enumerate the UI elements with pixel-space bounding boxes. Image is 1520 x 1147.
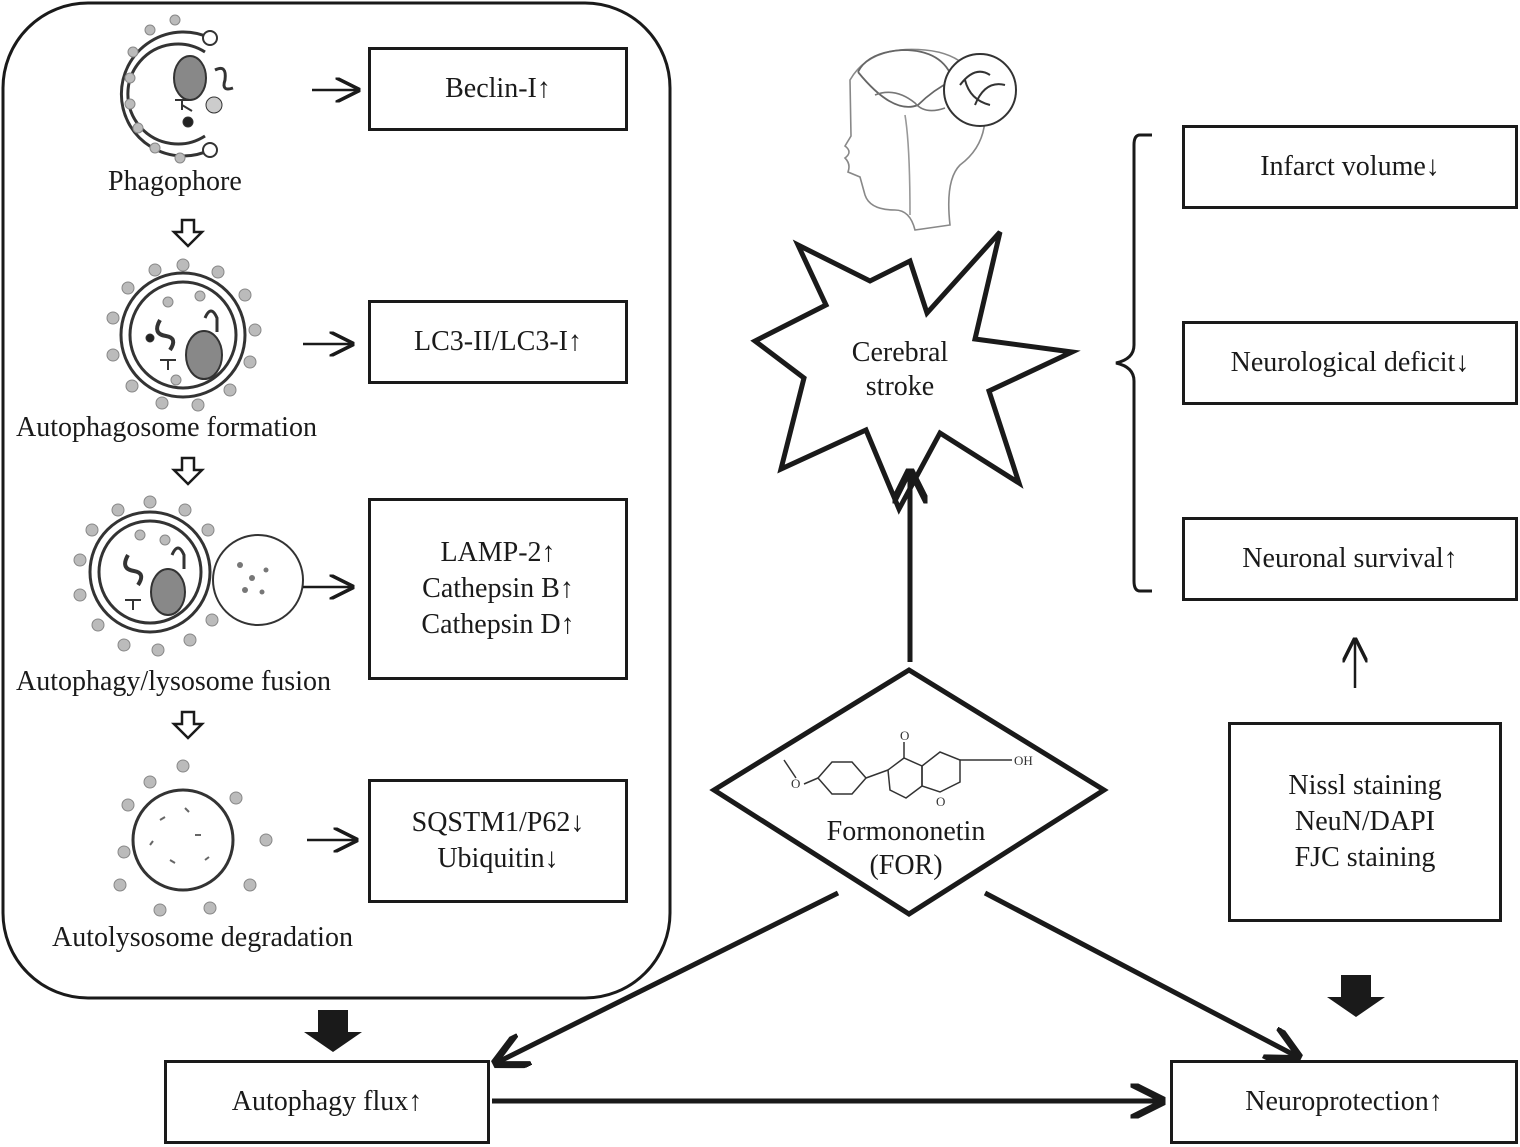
outcome-infarct: Infarct volume↓ <box>1260 151 1440 182</box>
method-fjc: FJC staining <box>1294 842 1436 873</box>
autophagy-flux-label: Autophagy flux↑ <box>231 1086 423 1117</box>
outcome-neurological: Neurological deficit↓ <box>1230 347 1470 378</box>
method-neun: NeuN/DAPI <box>1295 806 1435 837</box>
stroke-line-2: stroke <box>865 371 935 402</box>
phagophore-icon <box>119 14 234 164</box>
autolysosome-icon <box>113 759 273 917</box>
structure-o-label-2: O <box>900 728 909 743</box>
methods-to-neuroprotection-arrow <box>1327 975 1385 1017</box>
marker-cathepsin-b: Cathepsin B↑ <box>422 573 574 604</box>
stage-label-fusion: Autophagy/lysosome fusion <box>16 666 331 697</box>
structure-o-label-3: O <box>936 794 945 809</box>
stage-label-autophagosome: Autophagosome formation <box>16 412 317 443</box>
marker-beclin: Beclin-I↑ <box>445 73 551 104</box>
marker-lamp2: LAMP-2↑ <box>440 537 556 568</box>
outcome-box-neurological: Neurological deficit↓ <box>1182 321 1518 405</box>
drug-name: Formononetin <box>826 816 986 847</box>
structure-oh-label: OH <box>1014 753 1033 768</box>
marker-box-lc3: LC3-II/LC3-I↑ <box>368 300 628 384</box>
marker-box-degradation: SQSTM1/P62↓ Ubiquitin↓ <box>368 779 628 903</box>
neuroprotection-label: Neuroprotection↑ <box>1245 1086 1443 1117</box>
outcome-box-infarct: Infarct volume↓ <box>1182 125 1518 209</box>
neuroprotection-box: Neuroprotection↑ <box>1170 1060 1518 1144</box>
formononetin-diamond <box>709 667 1109 917</box>
autophagy-process-panel <box>1 1 672 1000</box>
marker-lc3: LC3-II/LC3-I↑ <box>414 326 582 357</box>
marker-box-beclin: Beclin-I↑ <box>368 47 628 131</box>
stage-label-phagophore: Phagophore <box>108 166 242 197</box>
panel-to-flux-arrow <box>304 1010 362 1052</box>
drug-abbr: (FOR) <box>869 850 943 881</box>
marker-ubiquitin: Ubiquitin↓ <box>437 843 559 874</box>
marker-box-lysosome: LAMP-2↑ Cathepsin B↑ Cathepsin D↑ <box>368 498 628 680</box>
method-nissl: Nissl staining <box>1288 770 1442 801</box>
marker-sqstm1: SQSTM1/P62↓ <box>411 807 585 838</box>
outcome-box-survival: Neuronal survival↑ <box>1182 517 1518 601</box>
stage-arrows <box>170 218 206 740</box>
formononetin-label: Formononetin (FOR) <box>800 815 1012 883</box>
autophagy-flux-box: Autophagy flux↑ <box>164 1060 490 1144</box>
for-to-flux-arrow <box>496 890 840 1063</box>
cerebral-stroke-starburst <box>750 230 1081 515</box>
outcomes-bracket <box>1115 133 1152 593</box>
outcome-survival: Neuronal survival↑ <box>1242 543 1458 574</box>
methods-box: Nissl staining NeuN/DAPI FJC staining <box>1228 722 1502 922</box>
cerebral-stroke-label: Cerebral stroke <box>820 336 980 404</box>
stage-label-autolysosome: Autolysosome degradation <box>52 922 353 953</box>
autophagosome-icon <box>106 258 262 412</box>
brain-head-icon <box>843 48 1017 231</box>
stroke-line-1: Cerebral <box>851 337 949 368</box>
formononetin-structure-icon <box>783 742 1012 799</box>
marker-cathepsin-d: Cathepsin D↑ <box>421 609 575 640</box>
structure-o-label-1: O <box>791 776 800 791</box>
for-to-neuroprotection-arrow <box>983 890 1298 1057</box>
fusion-icon <box>73 495 304 657</box>
